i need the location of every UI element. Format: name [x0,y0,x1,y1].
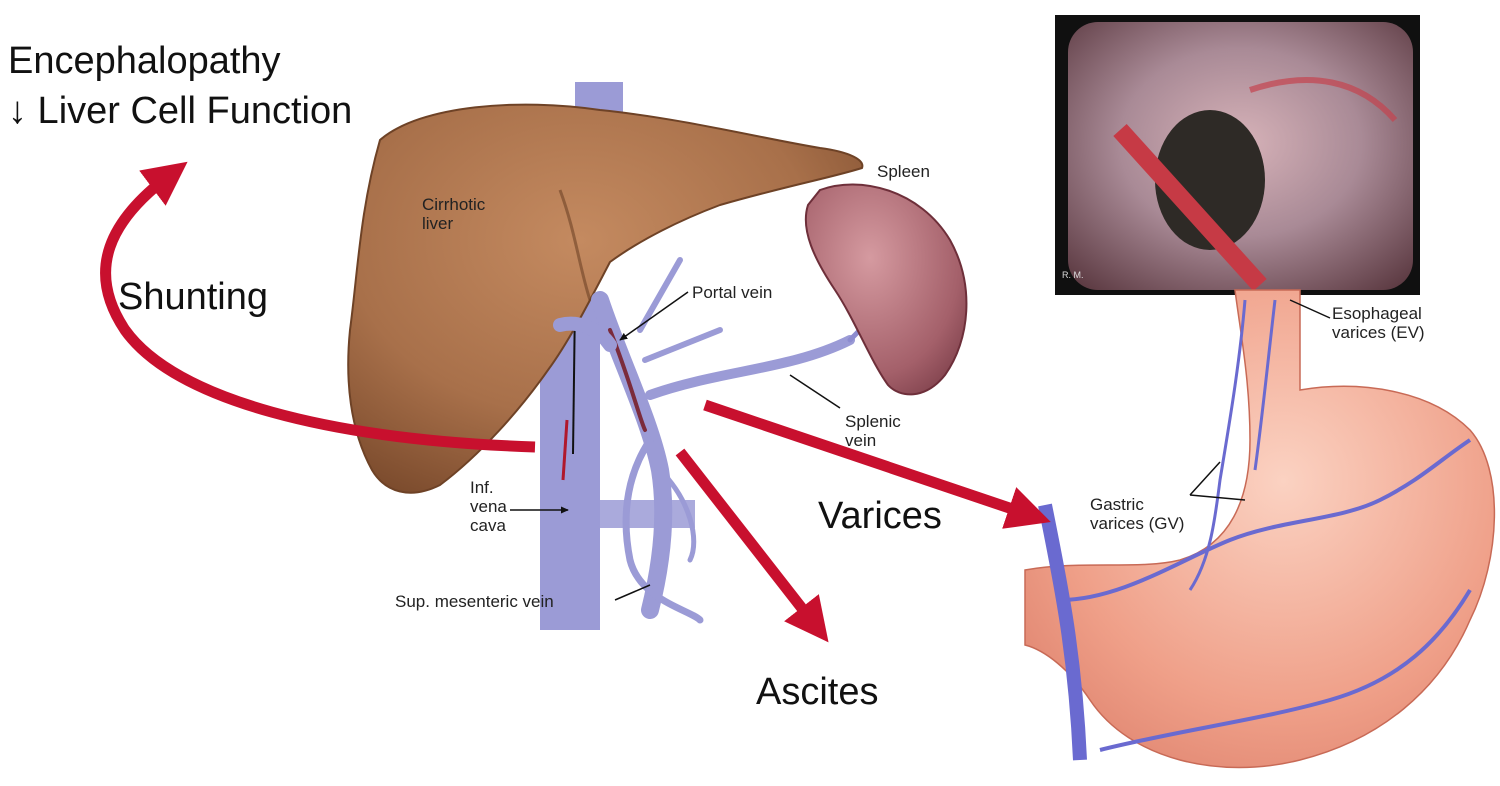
splenic-vein-label: Splenic vein [845,412,901,451]
varices-arrow [703,399,1051,529]
gastric-varices [1059,438,1472,602]
ascites-label: Ascites [756,671,879,713]
ascites-arrow [675,448,829,643]
cirrhotic-liver-label: Cirrhotic liver [422,195,486,234]
cirrhotic-liver [347,103,864,494]
esophageal-varices-label: Esophageal varices (EV) [1332,304,1425,343]
varices-label: Varices [818,495,942,537]
endoscopic-image [1055,15,1420,295]
shunting-label: Shunting [118,276,269,318]
shunting-arrow [100,161,536,453]
encephalopathy-label: Encephalopathy [8,40,281,82]
sup-mesenteric-vein-label: Sup. mesenteric vein [395,592,554,611]
flow-arrows [100,161,1051,643]
portal-vein-label: Portal vein [692,283,773,302]
spleen [804,183,968,396]
leader-lines [510,291,1331,601]
spleen-label: Spleen [877,162,930,181]
gastric-varices-label: Gastric varices (GV) [1090,495,1185,534]
stomach [1024,289,1496,769]
esophageal-varices [1188,299,1247,591]
endoscopy-caption: R. M. [1062,270,1084,280]
liver-cell-function-label: ↓ Liver Cell Function [8,90,353,132]
inferior-vena-cava-label: Inf. vena cava [470,478,507,536]
